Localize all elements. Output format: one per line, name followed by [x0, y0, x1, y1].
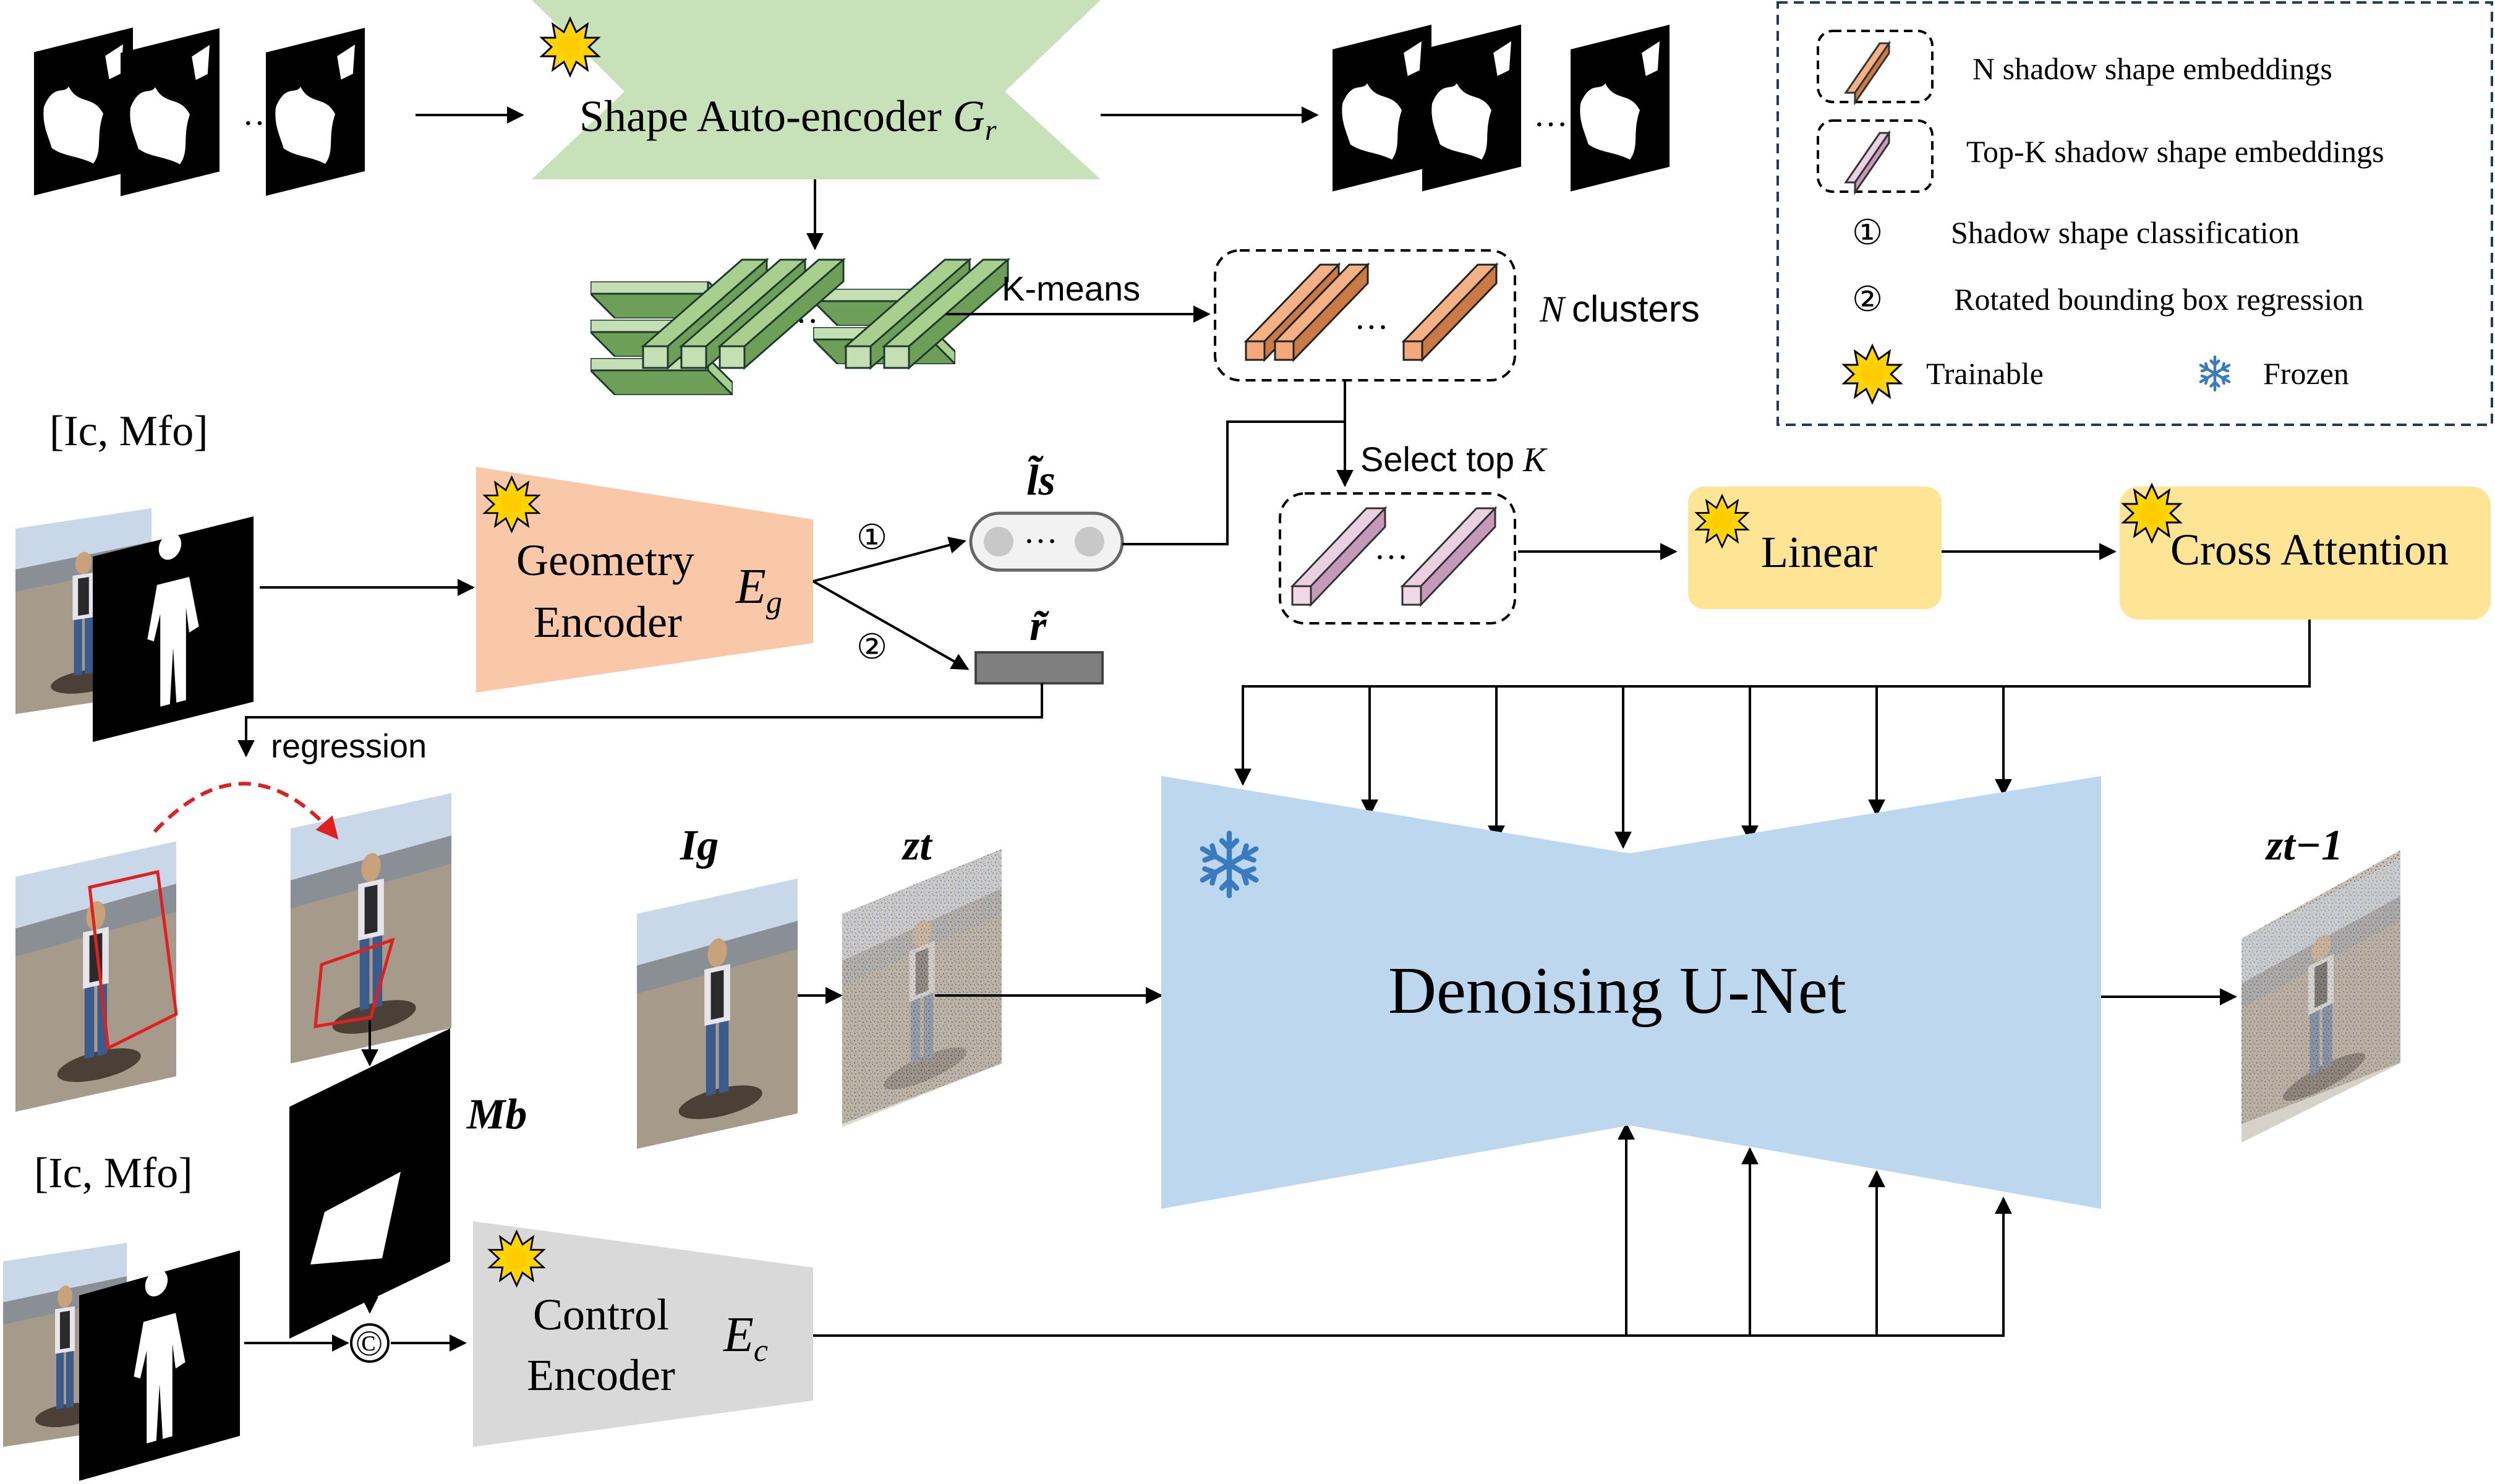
step-marker-2: ② — [856, 628, 887, 667]
geometry-encoder-symbol: Eg — [735, 560, 782, 620]
zt1-label: zt−1 — [2265, 822, 2343, 869]
input-shadow-masks: ··· — [34, 27, 365, 197]
noisy-latent-zt — [842, 849, 1002, 1127]
mb-label: Mb — [466, 1091, 527, 1138]
linear-block — [1688, 487, 1942, 609]
r-label: r̃ — [1030, 602, 1050, 650]
regression-arrow — [153, 782, 339, 840]
topk-box — [1279, 492, 1516, 625]
control-encoder-line1: Control — [533, 1290, 669, 1339]
arrow-select — [1122, 420, 1354, 545]
legend-frozen-label: Frozen — [2263, 356, 2349, 391]
arrow-regression-path — [237, 683, 1043, 757]
legend-text-n-embeddings: N shadow shape embeddings — [1973, 51, 2332, 86]
linear-label: Linear — [1761, 527, 1877, 577]
reconstructed-shadow-masks: ··· — [1333, 24, 1670, 192]
input-image-pair-top — [15, 508, 254, 742]
frozen-icon — [2201, 357, 2229, 390]
n-clusters-group: ··· — [1214, 249, 1516, 382]
concat-symbol: © — [356, 1323, 383, 1363]
topk-group: ··· — [1279, 492, 1516, 625]
denoising-unet: Denoising U-Net — [1161, 776, 2101, 1209]
geometry-encoder-line1: Geometry — [516, 535, 694, 585]
arrow — [1234, 620, 2311, 786]
kmeans-label: K-means — [1002, 269, 1140, 308]
zt-label: zt — [902, 822, 933, 869]
bbox-vector — [975, 651, 1104, 684]
regression-label: regression — [271, 728, 427, 765]
cross-attention-feeds — [1361, 686, 2012, 849]
cross-attention-label: Cross Attention — [2170, 525, 2449, 574]
shape-embeddings-flat — [641, 257, 1010, 370]
arrow-regression — [812, 580, 970, 670]
shadow-mask-image — [121, 28, 220, 197]
clusters-box — [1214, 249, 1516, 382]
guidance-image — [637, 878, 798, 1149]
legend-trainable-label: Trainable — [1926, 356, 2044, 391]
bbox-source-image — [15, 841, 176, 1112]
legend-border — [1776, 1, 2493, 426]
legend-text-classification: Shadow shape classification — [1951, 215, 2300, 250]
legend: N shadow shape embeddings Top-K shadow s… — [1776, 1, 2493, 426]
unet-block — [1161, 776, 2101, 1209]
input-label-bottom: [Ic, Mfo] — [34, 1149, 193, 1197]
ls-label: l̃s — [1026, 456, 1056, 505]
control-encoder-block — [473, 1221, 813, 1447]
ellipsis: ··· — [1023, 522, 1058, 561]
shadow-mask-image — [34, 27, 133, 196]
denoised-latent — [2241, 850, 2400, 1143]
input-image-pair-bottom — [3, 1243, 240, 1481]
ellipsis: ··· — [1533, 106, 1568, 144]
shadow-mask-image — [266, 27, 365, 196]
box-mask — [289, 1028, 450, 1339]
legend-marker-1: ① — [1852, 214, 1883, 252]
regression-images — [15, 782, 451, 1112]
legend-swatch-box — [1817, 119, 1934, 193]
ellipsis: ··· — [1374, 539, 1409, 577]
shape-autoencoder-block — [532, 0, 1101, 179]
shadow-mask-image — [1333, 24, 1431, 192]
step-marker-1: ① — [856, 519, 887, 557]
ig-label: Ig — [680, 822, 719, 869]
control-encoder-symbol: Ec — [723, 1308, 768, 1368]
control-encoder: Control Encoder Ec — [473, 1221, 813, 1447]
legend-marker-2: ② — [1852, 281, 1883, 319]
input-label-top: [Ic, Mfo] — [49, 407, 208, 455]
geometry-encoder-block — [476, 467, 813, 693]
shadow-mask-image — [1422, 24, 1521, 192]
cross-attention-module: Cross Attention — [2120, 484, 2491, 620]
ellipsis: ··· — [242, 104, 277, 143]
control-feeds — [1618, 1122, 1885, 1336]
concat-operator — [350, 1323, 390, 1363]
geometry-encoder-line2: Encoder — [534, 597, 682, 647]
shape-class-vector: ··· — [969, 511, 1124, 572]
rotated-bbox-outline — [88, 869, 178, 1051]
geometry-encoder: Geometry Encoder Eg — [476, 467, 813, 693]
legend-swatch-box — [1817, 30, 1934, 103]
legend-text-topk-embeddings: Top-K shadow shape embeddings — [1966, 134, 2384, 169]
unet-label: Denoising U-Net — [1388, 954, 1846, 1028]
ellipsis: ··· — [1354, 309, 1389, 347]
trainable-icon — [1843, 344, 1902, 404]
rotated-bbox-outline — [313, 937, 395, 1029]
linear-module: Linear — [1688, 487, 1942, 609]
arrow — [813, 1196, 2012, 1337]
control-encoder-line2: Encoder — [527, 1350, 675, 1400]
cross-attention-block — [2120, 487, 2491, 620]
legend-text-regression: Rotated bounding box regression — [1954, 282, 2363, 317]
arrow-classification — [812, 536, 966, 582]
shadow-mask-image — [1571, 24, 1670, 192]
